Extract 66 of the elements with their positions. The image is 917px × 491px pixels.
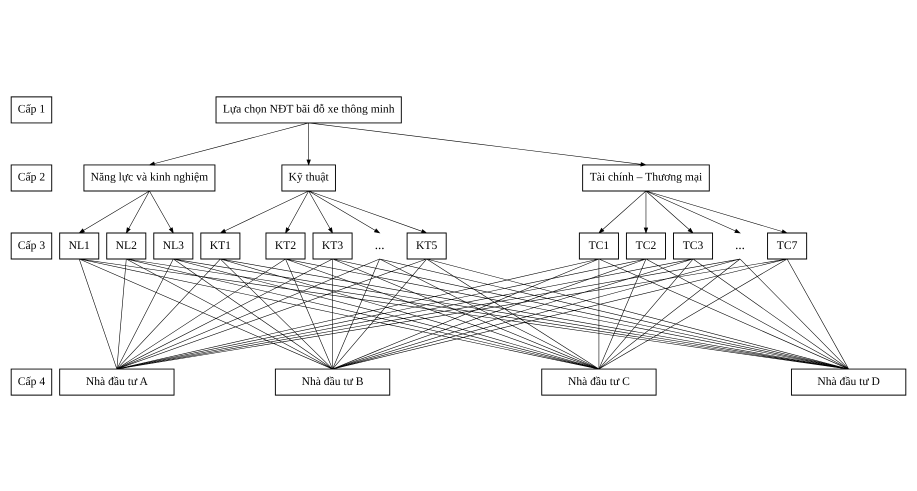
node-box: TC3 xyxy=(673,232,714,259)
connector xyxy=(332,258,380,369)
node-box: Cấp 3 xyxy=(10,232,52,259)
node-box: KT1 xyxy=(200,232,240,259)
arrow xyxy=(308,122,647,166)
node-box: Nhà đầu tư A xyxy=(59,368,175,396)
arrow xyxy=(149,190,174,234)
arrow xyxy=(646,190,741,233)
arrow xyxy=(308,190,380,233)
connector xyxy=(116,258,174,369)
node-box: Nhà đầu tư C xyxy=(541,368,657,396)
arrow xyxy=(646,190,788,234)
node-box: KT2 xyxy=(266,232,306,259)
node-box: Cấp 1 xyxy=(10,96,52,123)
node-box: TC7 xyxy=(767,232,808,259)
node-text: ... xyxy=(735,236,745,252)
arrow xyxy=(220,190,309,233)
node-box: Cấp 4 xyxy=(10,368,52,396)
connector xyxy=(598,258,740,369)
arrow xyxy=(598,190,646,234)
connector xyxy=(598,258,694,369)
connector xyxy=(379,258,600,369)
node-box: Cấp 2 xyxy=(10,164,52,191)
connector xyxy=(332,258,333,369)
node-box: NL1 xyxy=(59,232,100,259)
arrow xyxy=(308,190,333,234)
node-box: TC1 xyxy=(578,232,619,259)
node-box: Nhà đầu tư D xyxy=(790,368,906,396)
connector xyxy=(426,258,600,369)
node-box: KT3 xyxy=(312,232,353,259)
node-box: NL3 xyxy=(153,232,194,259)
connector xyxy=(692,258,849,369)
arrow xyxy=(306,122,311,166)
arrow xyxy=(644,190,648,234)
node-text: ... xyxy=(374,236,384,252)
connector xyxy=(78,258,118,369)
connector xyxy=(116,258,286,369)
connector xyxy=(598,258,646,369)
node-box: TC2 xyxy=(626,232,666,259)
connector xyxy=(598,258,788,369)
connector xyxy=(598,258,600,369)
connector xyxy=(646,258,849,369)
node-box: Lựa chọn NĐT bãi đỗ xe thông minh xyxy=(216,96,402,123)
node-box: Tài chính – Thương mại xyxy=(582,164,710,191)
node-box: Kỹ thuật xyxy=(281,164,336,191)
connector xyxy=(116,258,380,369)
node-box: KT5 xyxy=(406,232,447,259)
connector xyxy=(220,258,333,369)
connector xyxy=(116,258,427,369)
connector xyxy=(285,258,333,369)
node-box: Nhà đầu tư B xyxy=(274,368,390,396)
arrow xyxy=(148,122,309,166)
connector xyxy=(173,258,333,369)
connector xyxy=(116,258,221,369)
connector xyxy=(116,258,127,369)
arrow xyxy=(646,190,694,234)
arrow xyxy=(78,190,150,233)
connector xyxy=(332,258,427,369)
arrow xyxy=(308,190,428,233)
connector xyxy=(598,258,849,369)
arrow xyxy=(126,190,150,234)
node-box: Năng lực và kinh nghiệm xyxy=(83,164,216,191)
arrow xyxy=(285,190,309,234)
node-box: NL2 xyxy=(106,232,146,259)
connector xyxy=(786,258,849,369)
connector xyxy=(740,258,849,369)
